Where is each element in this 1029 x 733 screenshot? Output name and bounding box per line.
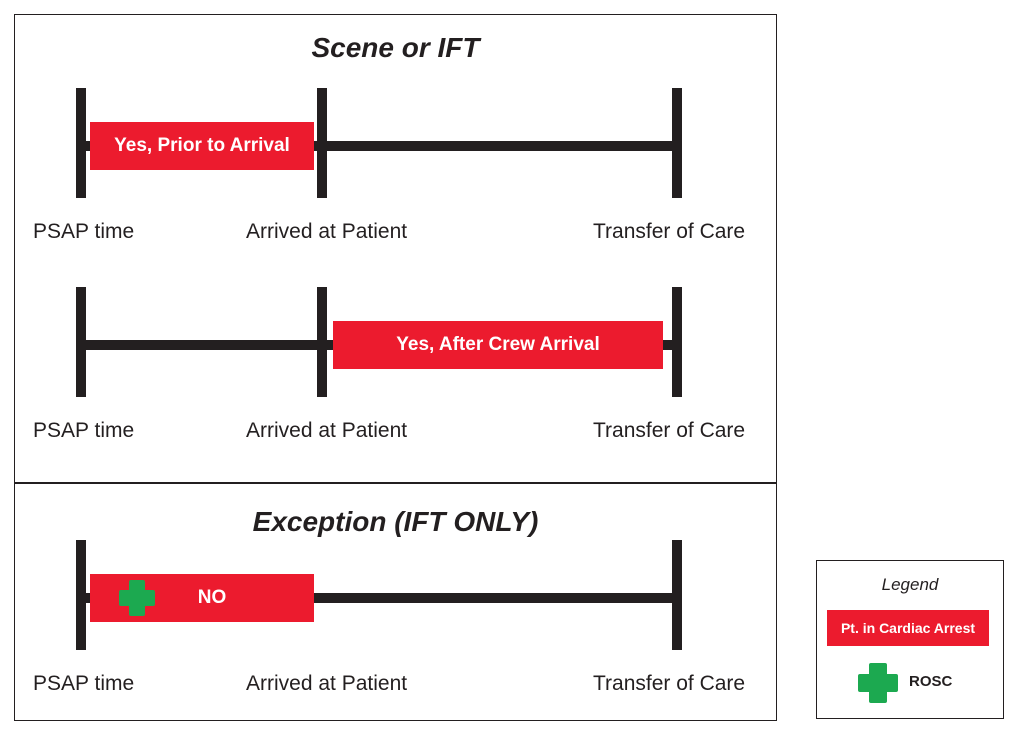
legend-box: Legend Pt. in Cardiac Arrest ROSC <box>816 560 1004 719</box>
transfer-of-care-marker <box>672 88 682 198</box>
timeline-line <box>86 141 672 151</box>
cardiac-arrest-prior-to-arrival-box: Yes, Prior to Arrival <box>90 122 314 170</box>
psap-time-marker <box>76 540 86 650</box>
transfer-of-care-label: Transfer of Care <box>593 672 746 695</box>
arrived-at-patient-label: Arrived at Patient <box>246 419 408 442</box>
timeline-line <box>86 593 672 603</box>
legend-rosc-label: ROSC <box>909 673 953 690</box>
transfer-of-care-marker <box>672 540 682 650</box>
arrived-at-patient-label: Arrived at Patient <box>246 220 408 243</box>
legend-title: Legend <box>881 575 939 594</box>
transfer-of-care-marker <box>672 287 682 397</box>
psap-time-label: PSAP time <box>33 419 135 442</box>
legend-cardiac-arrest-swatch: Pt. in Cardiac Arrest <box>827 610 989 646</box>
cardiac-arrest-after-crew-arrival-box: Yes, After Crew Arrival <box>333 321 663 369</box>
arrived-at-patient-label: Arrived at Patient <box>246 672 408 695</box>
psap-time-marker <box>76 287 86 397</box>
psap-time-marker <box>76 88 86 198</box>
transfer-of-care-label: Transfer of Care <box>593 419 746 442</box>
no-label: NO <box>197 587 227 608</box>
exception-panel <box>14 482 777 721</box>
psap-time-label: PSAP time <box>33 220 135 243</box>
scene-panel-title: Scene or IFT <box>311 32 480 63</box>
green-cross-icon <box>119 580 155 616</box>
exception-panel-title: Exception (IFT ONLY) <box>252 506 539 537</box>
scene-or-ift-panel <box>14 14 777 484</box>
rosc-green-cross-icon <box>858 663 898 703</box>
psap-time-label: PSAP time <box>33 672 135 695</box>
transfer-of-care-label: Transfer of Care <box>593 220 746 243</box>
